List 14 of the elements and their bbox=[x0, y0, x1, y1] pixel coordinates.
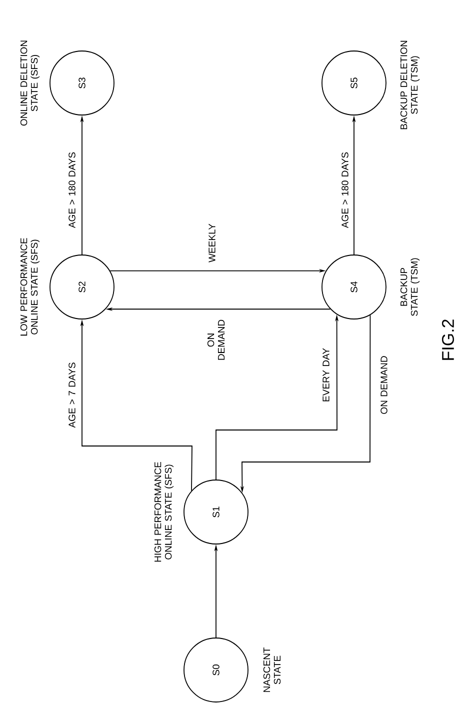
state-label: NASCENT STATE bbox=[263, 648, 281, 692]
state-label: BACKUP DELETION STATE (TSM) bbox=[400, 40, 420, 130]
edge-label: AGE > 7 DAYS bbox=[68, 362, 76, 428]
figure-caption: FIG.2 bbox=[442, 320, 454, 360]
edge-label: AGE > 180 DAYS bbox=[68, 152, 76, 228]
state-label: HIGH PERFORMANCE ONLINE STATE (SFS) bbox=[154, 462, 174, 562]
edge-label: ON DEMAND bbox=[207, 320, 225, 360]
edge-label: AGE > 180 DAYS bbox=[342, 152, 348, 228]
state-label: ONLINE DELETION STATE (SFS) bbox=[20, 40, 40, 126]
edge-label: WEEKLY bbox=[208, 224, 216, 262]
state-label: LOW PERFORMANCE ONLINE STATE (SFS) bbox=[20, 238, 40, 336]
edge-label: EVERY DAY bbox=[322, 348, 330, 402]
edge-label: ON DEMAND bbox=[380, 356, 388, 414]
state-label: BACKUP STATE (TSM) bbox=[400, 258, 420, 316]
